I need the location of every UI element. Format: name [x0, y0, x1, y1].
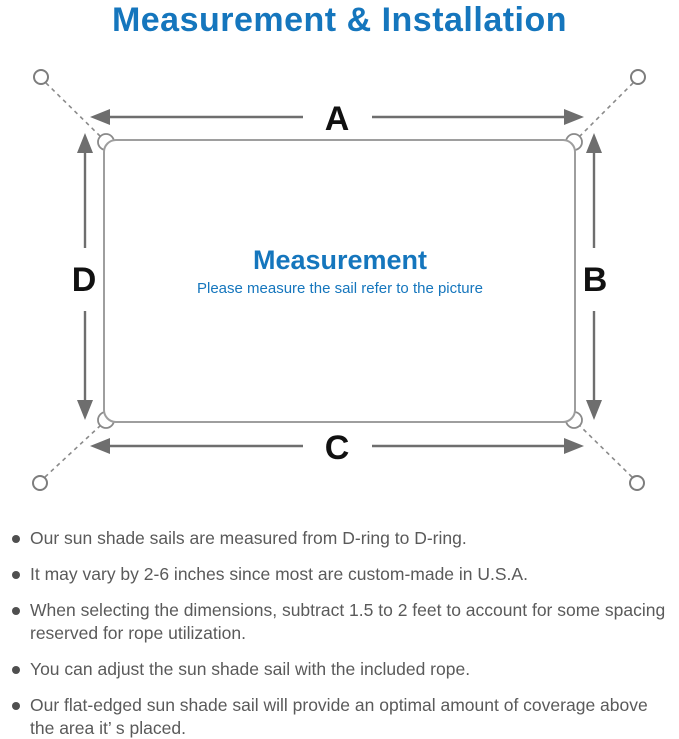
page-title: Measurement & Installation — [111, 1, 568, 39]
sail-measurement-diagram: A B C D Measurement Please measure the s… — [32, 69, 646, 491]
diagram-center-subtitle: Please measure the sail refer to the pic… — [197, 280, 483, 297]
list-item: Our flat-edged sun shade sail will provi… — [12, 694, 672, 739]
anchor-ring-icon-top-right — [630, 69, 646, 85]
bullet-icon — [12, 535, 20, 543]
anchor-rings — [32, 69, 646, 491]
arrowhead-down — [77, 400, 93, 420]
dimension-arrow-c — [90, 438, 584, 454]
dimension-label-d: D — [72, 261, 97, 299]
dimension-label-c: C — [325, 429, 350, 467]
note-text: You can adjust the sun shade sail with t… — [30, 659, 471, 679]
dimension-label-a: A — [325, 100, 350, 138]
arrowhead-left — [90, 438, 110, 454]
note-text: Our sun shade sails are measured from D-… — [30, 528, 467, 548]
dimension-arrow-a — [90, 109, 584, 125]
dimension-label-b: B — [583, 261, 608, 299]
shade-sail-outline — [103, 139, 576, 423]
rope-dashed-lines — [44, 82, 634, 478]
dimension-arrow-d — [77, 133, 93, 420]
arrowhead-up — [586, 133, 602, 153]
arrowhead-left — [90, 109, 110, 125]
dimension-arrow-b — [586, 133, 602, 420]
arrowhead-down — [586, 400, 602, 420]
anchor-ring-icon-bottom-right — [629, 475, 645, 491]
arrowhead-right — [564, 109, 584, 125]
bullet-icon — [12, 571, 20, 579]
list-item: You can adjust the sun shade sail with t… — [12, 658, 672, 681]
note-text: Our flat-edged sun shade sail will provi… — [30, 695, 648, 738]
bullet-icon — [12, 666, 20, 674]
arrowhead-up — [77, 133, 93, 153]
list-item: When selecting the dimensions, subtract … — [12, 599, 672, 645]
diagram-center-title: Measurement — [253, 245, 427, 275]
arrowhead-right — [564, 438, 584, 454]
list-item: Our sun shade sails are measured from D-… — [12, 527, 672, 550]
anchor-ring-icon-bottom-left — [32, 475, 48, 491]
note-text: It may vary by 2-6 inches since most are… — [30, 564, 528, 584]
rope-line-bottom-left — [44, 424, 102, 478]
rope-line-bottom-right — [578, 424, 633, 478]
notes-list: Our sun shade sails are measured from D-… — [12, 527, 672, 739]
rope-line-top-right — [578, 82, 634, 138]
anchor-ring-icon-top-left — [33, 69, 49, 85]
note-text: When selecting the dimensions, subtract … — [30, 600, 666, 643]
bullet-icon — [12, 702, 20, 710]
list-item: It may vary by 2-6 inches since most are… — [12, 563, 672, 586]
rope-line-top-left — [45, 82, 102, 138]
bullet-icon — [12, 607, 20, 615]
